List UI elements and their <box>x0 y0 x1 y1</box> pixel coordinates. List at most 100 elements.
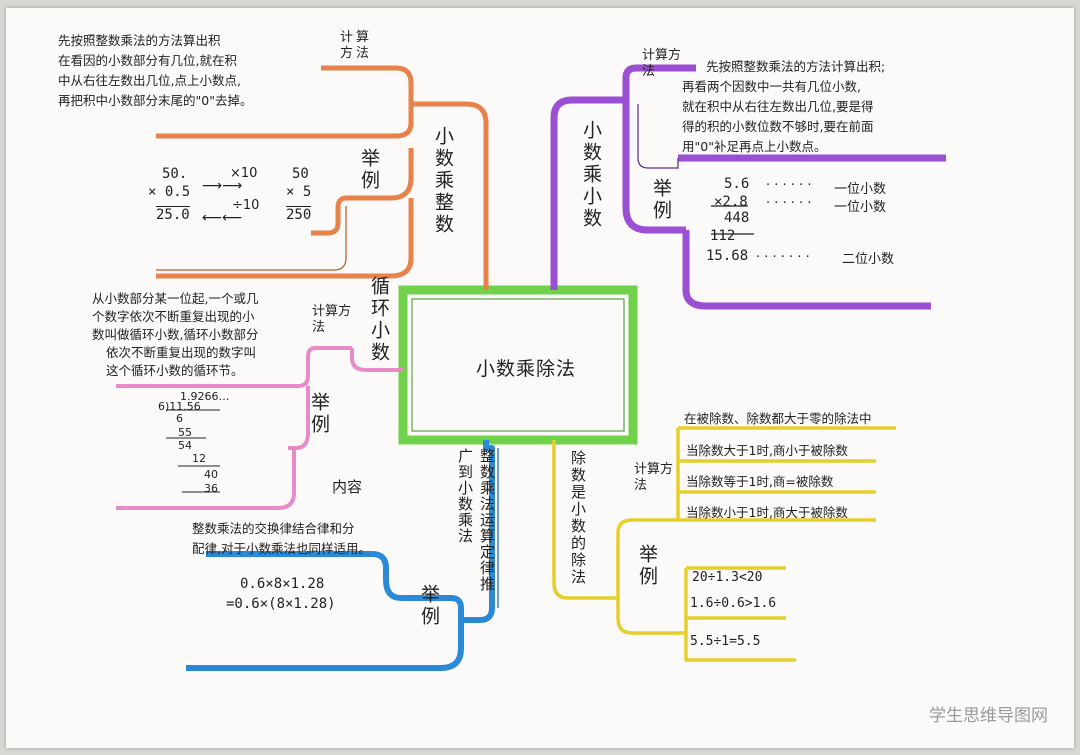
branch-title-law: 整数乘法运算定律推广到小数乘法 <box>456 448 496 592</box>
mul-int-ex-a: 50. <box>162 166 188 182</box>
purple-example-rules <box>711 205 754 235</box>
pink-trunk <box>350 348 403 372</box>
purple-branch-outline <box>637 104 679 169</box>
pink-example-line <box>288 386 310 450</box>
law-method-line-1: 整数乘法的交换律结合律和分 <box>192 521 355 536</box>
arrow-left-icon: ⟵⟵ <box>202 210 243 226</box>
pink-branch-lines <box>116 346 403 510</box>
repeat-method-line-5: 这个循环小数的循环节。 <box>106 363 244 378</box>
orange-branch-outline <box>156 206 347 271</box>
blue-method-underline <box>206 551 464 620</box>
mul-dec-example-label: 举例 <box>650 178 672 222</box>
law-example-label: 举例 <box>418 584 440 628</box>
mul-dec-ex-dots-3: · · · · · · · <box>756 250 810 265</box>
purple-outline-line <box>637 104 679 169</box>
repeat-div-quotient: 1.9266… <box>180 390 230 403</box>
purple-trunk <box>550 96 626 290</box>
branch-title-div: 除数是小数的除法 <box>569 450 587 586</box>
law-method-line-2: 配律,对于小数乘法也同样适用。 <box>192 541 371 556</box>
repeat-method-line-2: 个数字依次不断重复出现的小 <box>92 309 255 324</box>
mul-dec-ex-r4: 112 <box>710 228 736 244</box>
law-example-line-1: 0.6×8×1.28 <box>240 576 325 592</box>
center-box <box>398 285 638 445</box>
orange-branch-lines <box>156 65 489 290</box>
mul-int-method-line-3: 中从右往左数出几位,点上小数点, <box>58 73 241 88</box>
mul-int-ex-op1: ×10 <box>230 166 258 181</box>
yellow-example-bracket <box>684 566 796 662</box>
branch-title-repeat: 循环小数 <box>368 276 390 364</box>
repeat-div-dividend: 6)11.56 <box>158 400 201 413</box>
div-example-1: 20÷1.3<20 <box>692 570 763 585</box>
div-rule-2: 当除数等于1时,商=被除数 <box>686 474 834 489</box>
repeat-example-label: 举例 <box>308 392 330 436</box>
purple-example-line <box>622 100 686 234</box>
branch-title-mul-int: 小数乘整数 <box>432 126 454 236</box>
mul-dec-ex-r1: 5.6 <box>724 176 750 192</box>
yellow-branch-lines <box>552 426 896 662</box>
orange-trunk <box>411 101 489 290</box>
center-box-inner <box>411 298 625 432</box>
mul-int-example-label: 举例 <box>358 148 380 192</box>
blue-trunk <box>461 440 495 623</box>
mul-int-ex-f: 250 <box>286 206 312 223</box>
branch-title-mul-dec: 小数乘小数 <box>580 120 602 230</box>
mul-dec-method-line-1: 先按照整数乘法的方法计算出积; <box>706 59 886 74</box>
mul-dec-ex-dots-2: · · · · · · <box>766 196 812 211</box>
mul-dec-method-line-5: 用"0"补足再点上小数点。 <box>682 139 827 154</box>
pink-division-rules <box>166 409 220 493</box>
mul-int-ex-op2: ÷10 <box>232 198 260 213</box>
paper-sheet: 小数乘除法 小数乘整数 计算方法 先按照整数乘法的方法算出积 在看因的小数部分有… <box>6 8 1074 748</box>
blue-bottom-line <box>186 620 464 671</box>
repeat-method-line-4: 依次不断重复出现的数字叫 <box>106 345 257 360</box>
watermark-text: 学生思维导图网 <box>929 706 1048 726</box>
repeat-method-label: 计算方法 <box>312 304 352 335</box>
mul-dec-method-line-4: 得的积的小数位数不够时,要在前面 <box>682 119 874 134</box>
repeat-div-step-2: 55 <box>178 426 192 439</box>
repeat-content-label: 内容 <box>332 478 363 496</box>
repeat-div-step-3: 54 <box>178 439 192 452</box>
mul-int-method-line-2: 在看因的小数部分有几位,就在积 <box>58 53 237 68</box>
repeat-method-line-1: 从小数部分某一位起,一个或几 <box>92 291 259 306</box>
mul-dec-method-label: 计算方法 <box>642 48 682 79</box>
orange-outline-line <box>156 206 347 271</box>
mul-int-ex-e: × 5 <box>286 184 312 200</box>
repeat-div-step-1: 6 <box>176 412 183 425</box>
orange-example-line <box>311 148 414 236</box>
mul-dec-ex-r2n: 一位小数 <box>834 200 887 215</box>
law-example-line-2: =0.6×(8×1.28) <box>226 596 336 612</box>
mul-dec-ex-r2: ×2.8 <box>714 194 748 210</box>
mul-dec-ex-r1n: 一位小数 <box>834 182 887 197</box>
repeat-div-step-6: 36 <box>204 482 218 495</box>
mul-dec-method-line-2: 再看两个因数中一共有几位小数, <box>682 79 861 94</box>
orange-bottom-line <box>156 198 414 279</box>
repeat-div-step-5: 40 <box>204 468 218 481</box>
orange-method-line <box>321 65 414 104</box>
pink-bottom-line <box>116 448 296 510</box>
arrow-right-icon: ⟶⟶ <box>202 178 243 194</box>
purple-method-line <box>622 64 696 100</box>
purple-branch-lines <box>550 64 946 310</box>
div-rule-1: 当除数大于1时,商小于被除数 <box>686 443 848 458</box>
mul-dec-ex-r5n: 二位小数 <box>842 252 895 267</box>
yellow-method-line <box>616 518 678 598</box>
mul-int-method-line-4: 再把积中小数部分末尾的"0"去掉。 <box>58 93 253 108</box>
purple-bottom-line <box>682 230 931 310</box>
div-example-2: 1.6÷0.6>1.6 <box>690 596 777 611</box>
mul-int-ex-b: × 0.5 <box>148 184 191 200</box>
mul-int-method-label: 计算方法 <box>340 30 373 61</box>
blue-branch-lines <box>186 440 495 671</box>
div-rule-0: 在被除数、除数都大于零的除法中 <box>684 411 872 426</box>
mul-dec-ex-dots-1: · · · · · · <box>766 178 812 193</box>
div-example-label: 举例 <box>636 544 658 588</box>
mind-map-connectors <box>116 64 946 671</box>
mul-int-ex-d: 50 <box>292 166 309 182</box>
pink-method-underline <box>116 346 352 388</box>
repeat-div-step-4: 12 <box>192 452 206 465</box>
repeat-method-line-3: 数叫做循环小数,循环小数部分 <box>92 327 259 342</box>
mul-int-method-line-1: 先按照整数乘法的方法算出积 <box>58 33 221 48</box>
div-rule-3: 当除数小于1时,商大于被除数 <box>686 505 848 520</box>
orange-method-underline <box>156 104 414 139</box>
yellow-trunk <box>552 440 618 600</box>
mul-int-ex-c: 25.0 <box>156 206 190 223</box>
yellow-example-line <box>616 598 686 635</box>
